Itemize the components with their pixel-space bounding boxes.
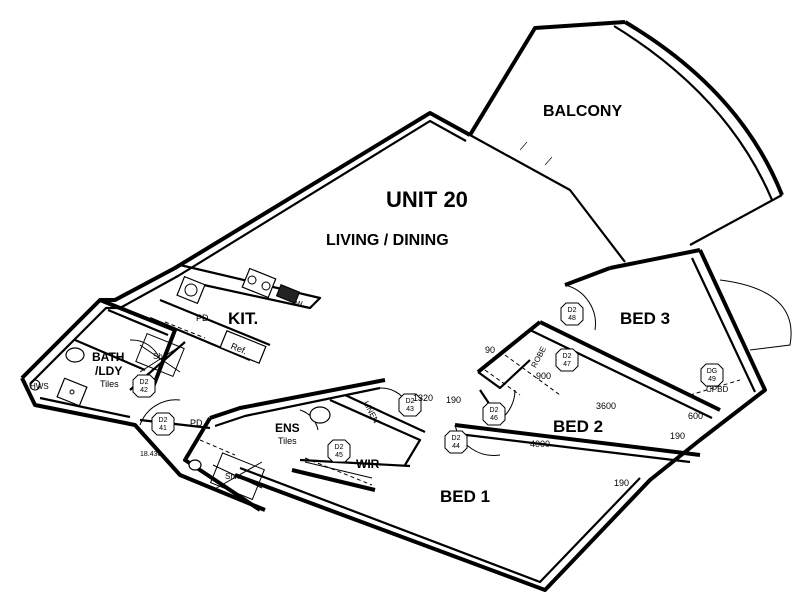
label-shr-ens: Shr. — [225, 472, 239, 481]
svg-text:41: 41 — [159, 425, 167, 432]
label-robe: ROBE — [529, 345, 548, 369]
door-tag-47: D2 47 — [555, 348, 579, 372]
room-labels: UNIT 20 BALCONY LIVING / DINING KIT. BAT… — [92, 103, 670, 506]
room-label-ldy: /LDY — [95, 364, 122, 378]
svg-text:DG: DG — [707, 368, 718, 375]
label-pd-kitchen: PD — [196, 313, 209, 323]
dim-600: 600 — [688, 411, 703, 421]
room-label-ens-tiles: Tiles — [278, 436, 297, 446]
dim-18430: 18.430 — [140, 451, 162, 458]
svg-text:47: 47 — [563, 361, 571, 368]
room-label-kitchen: KIT. — [228, 309, 258, 328]
svg-text:D2: D2 — [490, 407, 499, 414]
svg-text:D2: D2 — [140, 379, 149, 386]
svg-text:48: 48 — [568, 315, 576, 322]
label-pd-hall: PD — [190, 418, 203, 428]
room-label-bed1: BED 1 — [440, 487, 490, 506]
svg-text:45: 45 — [335, 452, 343, 459]
door-tags: D2 48 D2 47 D2 46 D2 43 D2 44 D2 45 — [132, 302, 724, 463]
room-label-balcony: BALCONY — [543, 103, 622, 120]
door-tag-45: D2 45 — [327, 439, 351, 463]
svg-text:42: 42 — [140, 387, 148, 394]
dim-190-mid: 190 — [670, 431, 685, 441]
room-label-ens: ENS — [275, 421, 300, 435]
door-tag-43: D2 43 — [398, 393, 422, 417]
label-linen: LINEN — [361, 400, 380, 425]
svg-text:43: 43 — [406, 406, 414, 413]
dim-1320: 1320 — [413, 393, 433, 403]
dim-900: 900 — [536, 371, 551, 381]
svg-text:D2: D2 — [159, 417, 168, 424]
svg-text:D2: D2 — [568, 307, 577, 314]
room-label-bed2: BED 2 — [553, 417, 603, 436]
exterior-walls — [20, 20, 784, 592]
room-label-living: LIVING / DINING — [326, 232, 449, 249]
dim-190-low: 190 — [614, 478, 629, 488]
dim-3600: 3600 — [596, 401, 616, 411]
door-swings — [129, 284, 596, 456]
room-label-bath-tiles: Tiles — [100, 379, 119, 389]
svg-text:D2: D2 — [406, 398, 415, 405]
door-tag-42: D2 42 — [132, 374, 156, 398]
dim-190-top: 190 — [446, 395, 461, 405]
svg-text:D2: D2 — [335, 444, 344, 451]
room-label-bed3: BED 3 — [620, 309, 670, 328]
svg-text:D2: D2 — [563, 353, 572, 360]
label-w: W. — [296, 301, 304, 308]
label-hws: HWS — [30, 382, 49, 391]
room-label-bath: BATH — [92, 350, 124, 364]
door-tag-41: D2 41 — [151, 412, 175, 436]
interior-walls — [74, 248, 721, 512]
dashed-cupboards — [164, 321, 741, 486]
svg-text:D2: D2 — [452, 435, 461, 442]
svg-text:46: 46 — [490, 415, 498, 422]
room-label-wir: WIR — [356, 457, 380, 471]
unit-title: UNIT 20 — [386, 187, 468, 212]
dim-4000: 4000 — [530, 439, 550, 449]
door-tag-48: D2 48 — [560, 302, 584, 326]
svg-text:49: 49 — [708, 376, 716, 383]
door-tag-44: D2 44 — [444, 430, 468, 454]
dimension-labels: 1320 190 3600 900 190 4000 190 600 90 18… — [140, 345, 703, 488]
label-shr-bath: Shr. — [153, 352, 167, 361]
fixtures — [29, 119, 792, 501]
dim-90: 90 — [485, 345, 495, 355]
door-tag-46: D2 46 — [482, 402, 506, 426]
door-tag-49: DG 49 — [700, 363, 724, 387]
svg-text:44: 44 — [452, 443, 460, 450]
label-cpbd: CPBD — [706, 385, 728, 394]
